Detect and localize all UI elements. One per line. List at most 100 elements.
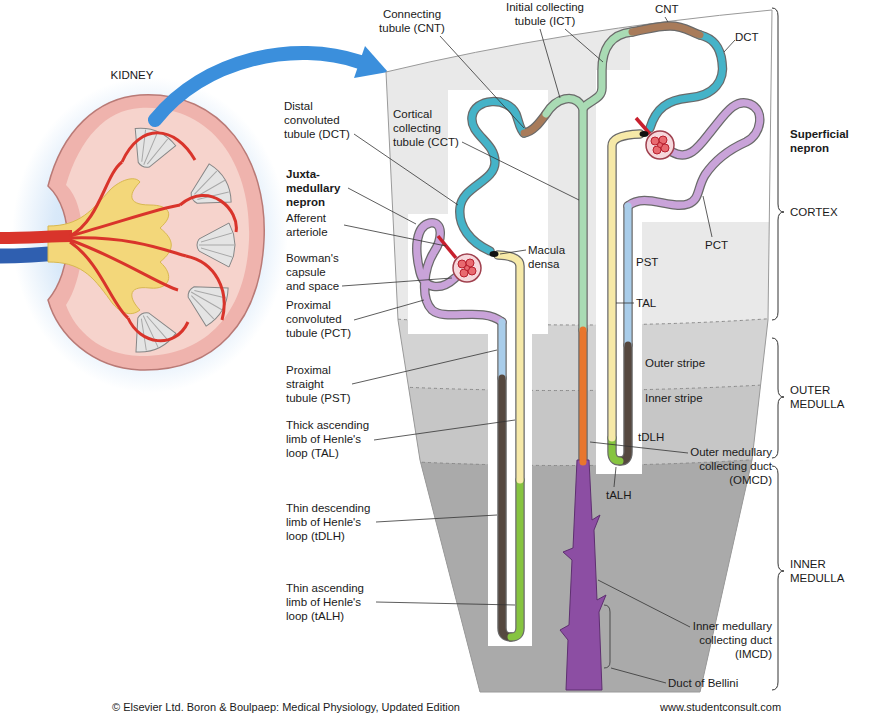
kidney-illustration (0, 236, 72, 238)
nephron-tubules (497, 322, 507, 378)
kidney-illustration (70, 242, 128, 318)
nephron-tubules (499, 322, 506, 378)
nephron-tubules (511, 480, 520, 637)
tissue-zones (380, 318, 780, 466)
leader-lines (342, 278, 452, 286)
structure-label: PST (636, 255, 658, 269)
zone-brackets (772, 338, 784, 458)
tissue-zones (380, 318, 780, 700)
zone-brackets (772, 8, 784, 320)
leader-lines (565, 29, 603, 62)
nephron-type-label: Superficial nepron (790, 127, 860, 155)
kidney-illustration (197, 223, 235, 267)
glomeruli (453, 254, 481, 282)
glomeruli (438, 236, 456, 258)
structure-label: Thin descending limb of Henle's loop (tD… (286, 501, 378, 543)
nephron-tubules (460, 102, 524, 251)
leader-lines (604, 605, 610, 668)
structure-label: Initial collecting tubule (ICT) (495, 0, 595, 28)
kidney-illustration (122, 304, 178, 357)
leader-lines (376, 515, 497, 522)
leader-lines (348, 188, 416, 224)
zone-label: Outer stripe (645, 356, 705, 370)
nephron-tubules (578, 330, 588, 462)
structure-label: Cortical collecting tubule (CCT) (393, 107, 463, 149)
zone-label: Inner stripe (645, 391, 703, 405)
nephron-tubules (620, 345, 628, 461)
kidney-illustration (70, 240, 178, 290)
nephron-tubules (650, 35, 723, 128)
nephron-tubules (546, 99, 583, 114)
kidney-illustration (155, 53, 360, 120)
leader-lines (611, 668, 666, 683)
nephron-tubules (632, 26, 700, 35)
nephron-tubules (417, 223, 502, 322)
structure-label: Macula densa (528, 243, 578, 271)
leader-lines (616, 303, 634, 304)
nephron-tubules (612, 438, 620, 461)
nephron-tubules (417, 223, 502, 322)
zone-brackets (772, 8, 784, 690)
tissue-outline (386, 10, 772, 692)
leader-lines (540, 29, 560, 98)
nephron-tubules (628, 103, 760, 206)
structure-label: Afferent arteriole (286, 211, 342, 239)
leader-lines (500, 250, 526, 254)
nephron-tubules (632, 26, 700, 35)
nephron-tubules (511, 480, 520, 637)
nephron-tubules (620, 345, 628, 461)
glomeruli (640, 131, 649, 137)
structure-label: TAL (636, 296, 656, 310)
leader-lines (342, 17, 735, 683)
nephron-tubules (502, 378, 511, 637)
structure-label: Thick ascending limb of Henle's loop (TA… (286, 418, 378, 460)
nephron-type-label: Juxta-medullary nepron (286, 167, 348, 209)
kidney-illustration (48, 95, 264, 370)
leader-lines (344, 225, 446, 246)
structure-label: tALH (606, 488, 632, 502)
zone-label: INNER MEDULLA (790, 557, 860, 585)
tissue-zones (370, 0, 790, 700)
nephron-tubules (560, 460, 606, 690)
nephron-tubules (460, 102, 524, 251)
structure-label: Outer medullary collecting duct (OMCD) (672, 445, 772, 487)
nephron-tubules (625, 206, 632, 345)
leader-lines (598, 580, 690, 627)
leader-lines (354, 300, 424, 320)
source-url: www.studentconsult.com (660, 700, 781, 714)
leader-lines (614, 467, 616, 487)
leader-lines (703, 196, 712, 237)
nephron-tubules (578, 108, 588, 330)
kidney-illustration (0, 46, 388, 393)
caption: © Elsevier Ltd. Boron & Boulpaep: Medica… (112, 700, 460, 714)
kidney-illustration (197, 223, 235, 267)
nephron-tubules (502, 378, 511, 637)
tissue-zones (408, 90, 548, 646)
leader-lines (376, 602, 515, 605)
leader-lines (665, 17, 668, 22)
structure-label: CNT (655, 2, 679, 16)
nephron-tubules (546, 99, 583, 114)
leader-lines (352, 350, 497, 384)
zone-brackets (772, 466, 784, 690)
tissue-zones (596, 0, 772, 474)
leader-lines (724, 40, 735, 52)
structure-label: Connecting tubule (CNT) (372, 7, 452, 35)
tissue-zones (370, 0, 790, 700)
structure-label: Proximal straight tubule (PST) (286, 363, 356, 405)
leader-lines (440, 36, 524, 128)
structure-label: tDLH (638, 430, 664, 444)
structure-label: Bowman's capsule and space (286, 251, 342, 293)
leader-lines (462, 142, 579, 200)
nephron-tubules (583, 32, 632, 108)
kidney-illustration (70, 205, 180, 236)
structure-label: Thin ascending limb of Henle's loop (tAL… (286, 581, 378, 623)
structure-label: DCT (735, 30, 759, 44)
kidney-illustration (122, 304, 178, 357)
structure-label: Duct of Bellini (668, 676, 738, 690)
structure-label: PCT (705, 238, 728, 252)
structure-label: Proximal convoluted tubule (PCT) (286, 298, 358, 340)
leader-lines (590, 442, 688, 453)
kidney-illustration (70, 133, 236, 341)
